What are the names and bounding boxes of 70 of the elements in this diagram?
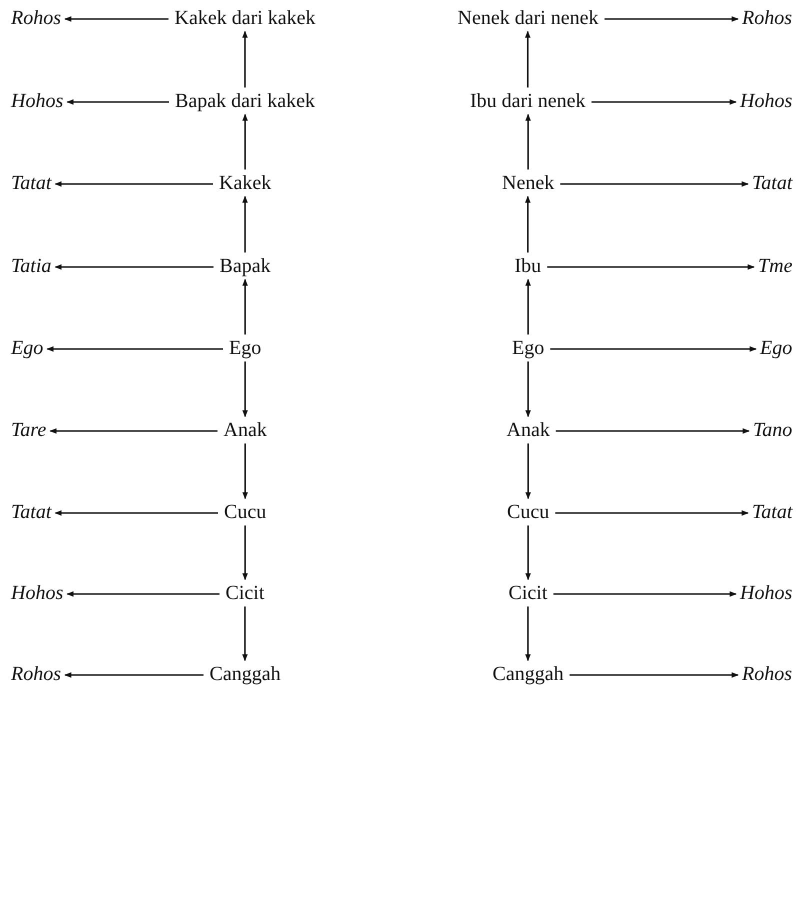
kinship-term: Tano bbox=[752, 418, 794, 442]
kin-label: Kakek dari kakek bbox=[174, 6, 317, 30]
kin-label: Cucu bbox=[506, 500, 550, 524]
kinship-term: Hohos bbox=[10, 582, 64, 604]
kin-label: Cicit bbox=[224, 582, 266, 604]
arrow bbox=[242, 30, 248, 88]
kin-label: Bapak bbox=[218, 254, 272, 278]
arrow bbox=[66, 591, 220, 597]
kinship-term: Ego bbox=[759, 336, 794, 360]
arrow bbox=[242, 114, 248, 170]
kin-label: Ibu dari nenek bbox=[469, 90, 587, 112]
arrow bbox=[547, 264, 755, 270]
kin-label: Ibu bbox=[514, 254, 542, 278]
kinship-term: Tatia bbox=[10, 254, 52, 278]
arrow bbox=[242, 196, 248, 252]
arrow bbox=[525, 278, 531, 334]
kin-label: Ego bbox=[228, 336, 262, 360]
arrow bbox=[242, 362, 248, 418]
arrow bbox=[54, 181, 213, 187]
kin-label: Nenek dari nenek bbox=[456, 6, 600, 30]
arrow bbox=[54, 510, 218, 516]
kinship-term: Rohos bbox=[741, 662, 793, 686]
kinship-term: Ego bbox=[10, 336, 44, 360]
kinship-term: Hohos bbox=[739, 90, 794, 112]
kin-label: Anak bbox=[222, 418, 268, 442]
kin-label: Anak bbox=[506, 418, 551, 442]
arrow bbox=[64, 672, 204, 678]
arrow bbox=[525, 196, 531, 252]
kinship-term: Rohos bbox=[741, 6, 793, 30]
arrow bbox=[242, 606, 248, 662]
kin-label: Bapak dari kakek bbox=[174, 90, 316, 112]
arrow bbox=[525, 606, 531, 662]
arrow bbox=[525, 444, 531, 500]
kin-label: Canggah bbox=[492, 662, 565, 686]
kin-label: Nenek bbox=[501, 172, 556, 194]
kin-label: Cucu bbox=[223, 500, 268, 524]
arrow bbox=[242, 278, 248, 334]
arrow bbox=[555, 510, 749, 516]
arrow bbox=[604, 16, 739, 22]
arrow bbox=[242, 444, 248, 500]
arrow bbox=[54, 264, 214, 270]
arrow bbox=[525, 526, 531, 580]
kinship-term: Tare bbox=[10, 418, 48, 442]
kinship-term: Hohos bbox=[739, 582, 794, 604]
kinship-term: Tatat bbox=[10, 172, 52, 194]
arrow bbox=[550, 346, 757, 352]
arrow bbox=[50, 428, 218, 434]
arrow bbox=[66, 99, 169, 105]
arrow bbox=[525, 362, 531, 418]
arrow bbox=[46, 346, 223, 352]
kinship-term: Tatat bbox=[751, 172, 794, 194]
kin-label: Canggah bbox=[208, 662, 282, 686]
arrow bbox=[553, 591, 737, 597]
kin-label: Kakek bbox=[218, 172, 272, 194]
kinship-term: Hohos bbox=[10, 90, 64, 112]
arrow bbox=[592, 99, 737, 105]
kin-label: Cicit bbox=[508, 582, 548, 604]
kinship-term: Rohos bbox=[10, 662, 62, 686]
kinship-term: Tme bbox=[757, 254, 794, 278]
kinship-term: Tatat bbox=[10, 500, 52, 524]
arrow bbox=[556, 428, 750, 434]
arrow bbox=[242, 526, 248, 580]
arrow bbox=[524, 30, 531, 88]
arrow bbox=[525, 114, 531, 170]
arrow bbox=[560, 181, 749, 187]
arrow bbox=[64, 16, 168, 22]
kin-label: Ego bbox=[511, 336, 546, 360]
arrow bbox=[570, 672, 739, 678]
kinship-term: Tatat bbox=[751, 500, 794, 524]
kinship-term: Rohos bbox=[10, 6, 62, 30]
